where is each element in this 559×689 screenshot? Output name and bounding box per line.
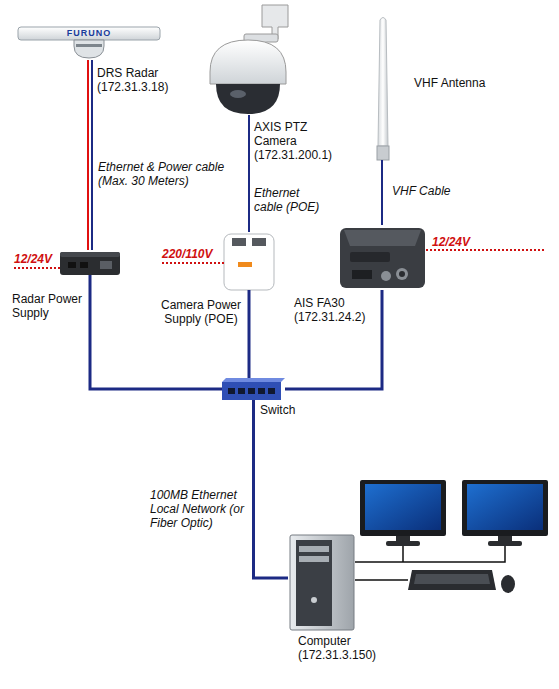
brand-logo: FURUNO [62,28,116,39]
device-label: AXIS PTZ Camera (172.31.200.1) [254,120,340,162]
cable-line [90,275,222,389]
antenna-node: VHF Antenna [374,16,392,160]
computer-node: Computer (172.31.3.150) [288,533,356,631]
cable-line [248,115,250,232]
device-label: Computer (172.31.3.150) [298,634,390,662]
cable-line [254,400,289,578]
power-supply-node: Radar Power Supply [60,250,120,275]
vhf-antenna-illustration [377,18,389,161]
cable-line [248,290,251,378]
cable-connector [254,400,289,578]
radar-power-supply-illustration [60,252,120,275]
switch-node: Switch [222,378,285,400]
ais-illustration [340,228,425,288]
cable-connector [90,275,222,389]
device-label: AIS FA30 (172.31.24.2) [294,296,374,324]
voltage-label: 12/24V [432,235,470,249]
device-label: DRS Radar (172.31.3.18) [97,66,197,94]
cable-connector [249,290,250,378]
camera-illustration [210,5,288,114]
cable-line [91,60,93,250]
cable-label: 100MB Ethernet Local Network (or Fiber O… [150,488,246,530]
cable-connector [382,160,383,225]
cable-connector [249,115,250,232]
computer-illustration [290,535,354,630]
device-label: VHF Antenna [414,76,524,90]
cable-label: Ethernet cable (POE) [254,186,324,214]
cable-label: VHF Cable [392,184,482,198]
cable-line [87,60,89,250]
poe-supply-node: Camera Power Supply (POE) [222,232,276,290]
cable-line [285,290,382,389]
cable-connector [88,60,92,250]
device-label: Switch [260,403,320,417]
radar-illustration [18,27,160,58]
device-label: Radar Power Supply [12,292,86,320]
peripherals-illustration [355,480,548,593]
cable-label: Ethernet & Power cable (Max. 30 Meters) [98,160,233,188]
cable-connector [285,290,382,389]
cable-line [381,160,383,225]
device-label: Camera Power Supply (POE) [158,298,244,326]
switch-illustration [222,378,285,400]
ais-node: AIS FA30 (172.31.24.2) [338,225,426,290]
power-feed-lines [14,250,546,268]
poe-injector-illustration [224,234,274,290]
voltage-label: 12/24V [14,252,52,266]
camera-node: AXIS PTZ Camera (172.31.200.1) [208,4,290,115]
voltage-label: 220/110V [162,247,213,261]
